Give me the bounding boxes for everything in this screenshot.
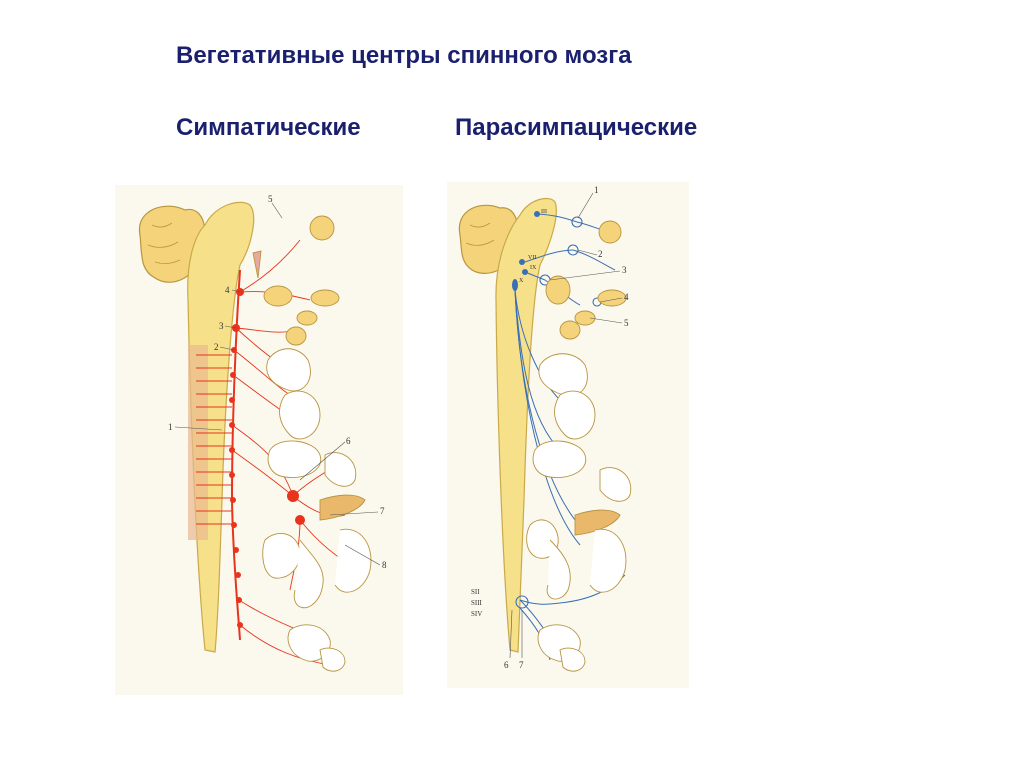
preganglionic-fibers [196, 354, 232, 525]
svg-text:1: 1 [168, 422, 173, 432]
svg-text:6: 6 [346, 436, 351, 446]
svg-text:SIV: SIV [471, 610, 482, 618]
slide-title: Вегетативные центры спинного мозга [176, 42, 632, 69]
svg-text:4: 4 [624, 292, 629, 302]
svg-text:SIII: SIII [471, 599, 483, 607]
svg-text:VII: VII [528, 255, 536, 261]
svg-text:III: III [541, 209, 547, 215]
svg-text:3: 3 [219, 321, 224, 331]
svg-text:1: 1 [594, 185, 599, 195]
sympathetic-heading: Симпатические [176, 114, 361, 141]
target-organs [252, 215, 372, 672]
svg-text:8: 8 [382, 560, 387, 570]
svg-text:2: 2 [598, 249, 603, 259]
svg-text:SII: SII [471, 588, 480, 596]
label-leaders [509, 192, 623, 659]
svg-text:6: 6 [504, 660, 509, 670]
target-organs [526, 220, 632, 672]
svg-text:IX: IX [530, 265, 537, 271]
svg-text:4: 4 [225, 285, 230, 295]
nucleus-labels: III VII IX X [519, 209, 547, 284]
label-leaders [174, 202, 381, 566]
sacral-labels: SII SIII SIV [471, 588, 483, 618]
svg-text:7: 7 [519, 660, 524, 670]
svg-text:5: 5 [624, 318, 629, 328]
spinal-cord [495, 197, 557, 653]
svg-text:3: 3 [622, 265, 627, 275]
svg-text:X: X [519, 278, 524, 284]
parasympathetic-heading: Парасимпацические [455, 114, 698, 141]
parasympathetic-labels: 1 2 3 4 5 6 7 [504, 185, 629, 670]
svg-text:7: 7 [380, 506, 385, 516]
svg-text:5: 5 [268, 194, 273, 204]
brain-icon [138, 205, 206, 283]
svg-text:2: 2 [214, 342, 219, 352]
sympathetic-labels: 1 2 3 4 5 6 7 8 [168, 194, 387, 570]
